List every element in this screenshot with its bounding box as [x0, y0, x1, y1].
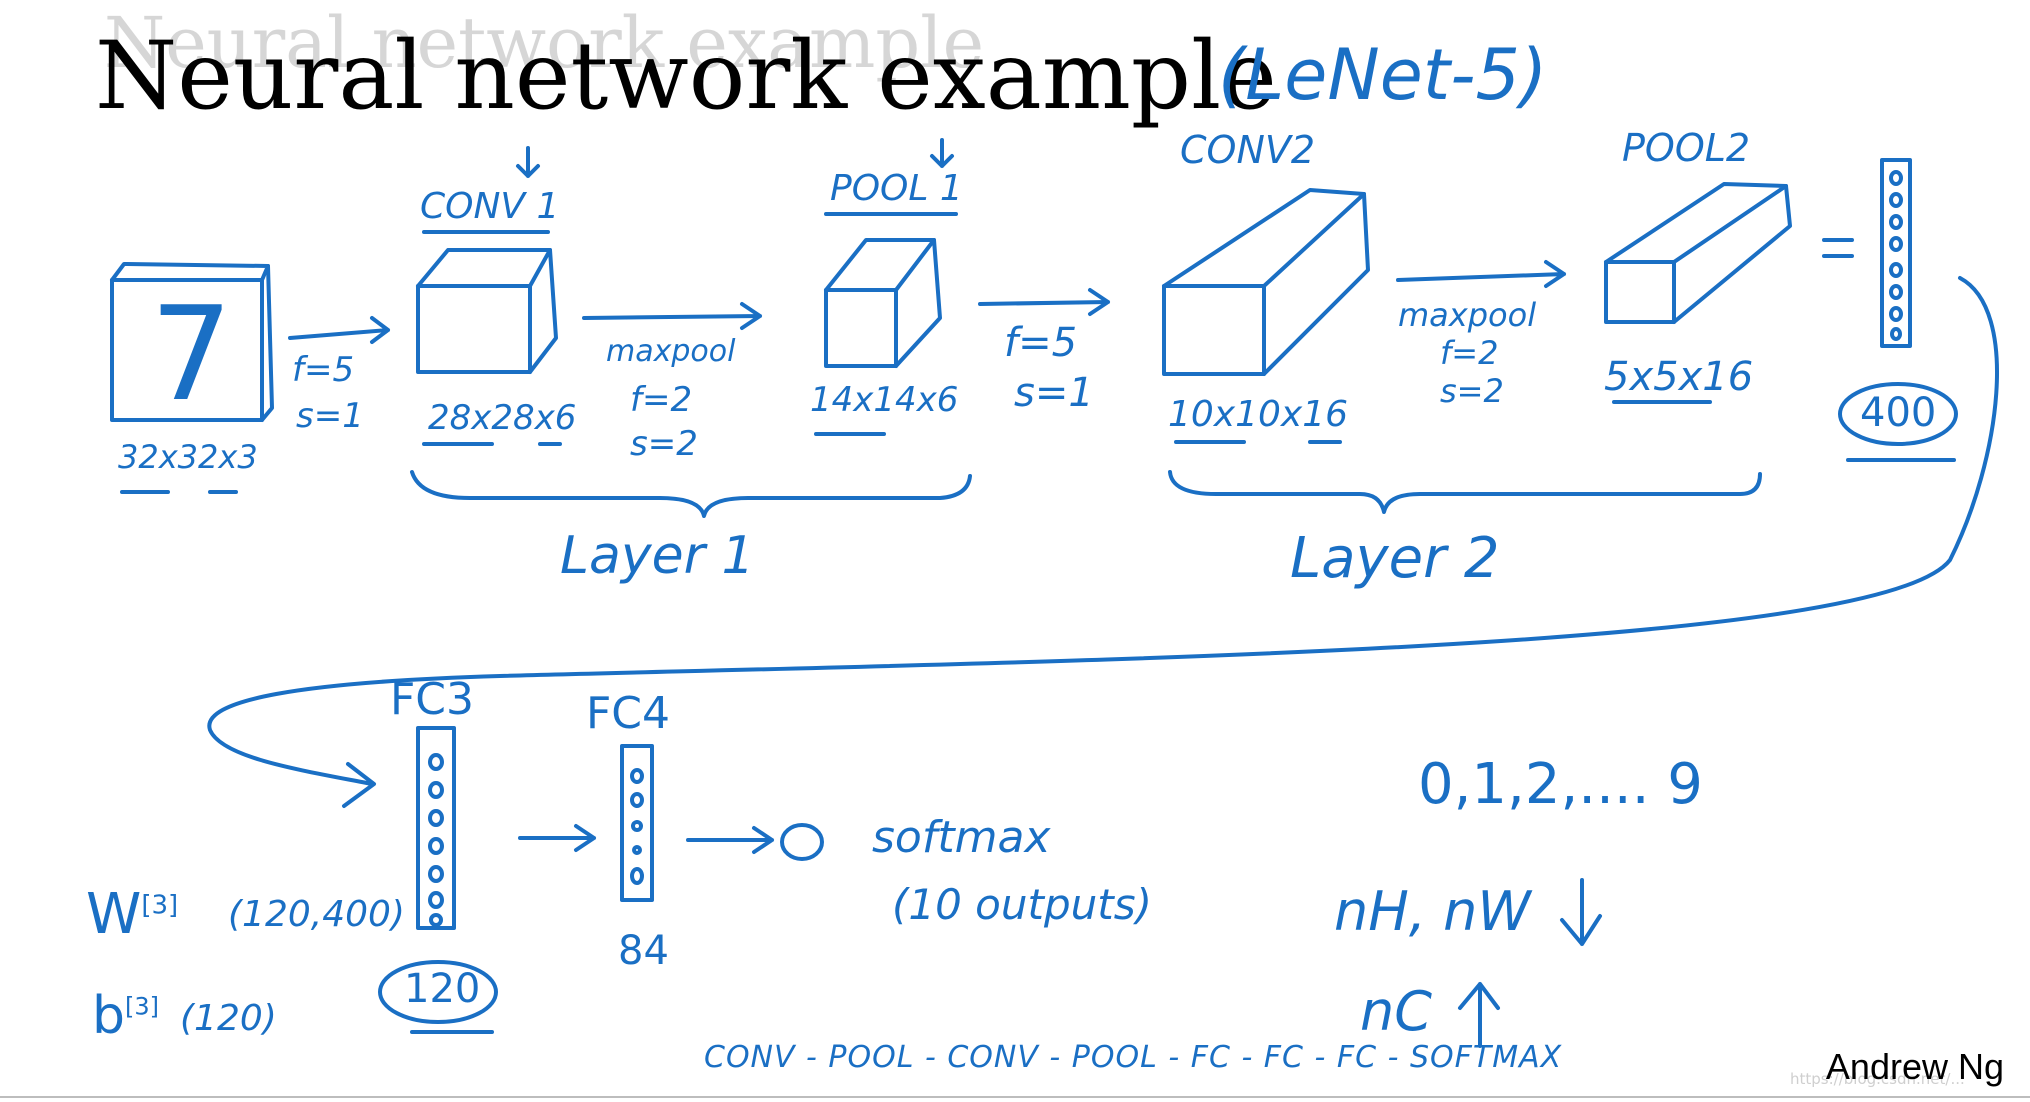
units-120-circle — [378, 960, 498, 1024]
pool1-down-arrow — [930, 138, 954, 168]
nh-nw-label: nH, nW — [1334, 880, 1531, 943]
arrow-conv1-pool1 — [582, 302, 762, 330]
pool2-param-s: s=2 — [1440, 372, 1504, 410]
class-labels: 0,1,2,.... 9 — [1418, 752, 1703, 817]
conv2-param-f: f=5 — [1004, 320, 1078, 366]
units-400-circle — [1838, 382, 1958, 446]
pool2-box — [1604, 182, 1792, 324]
pool2-param-f: f=2 — [1440, 334, 1499, 372]
pool1-op: maxpool — [606, 334, 736, 369]
softmax-label: softmax — [872, 812, 1051, 863]
up-arrow — [1458, 982, 1500, 1048]
arrow-fc4-output — [686, 826, 774, 854]
pool2-label: POOL2 — [1622, 126, 1751, 170]
fc3-units: 120 — [404, 966, 481, 1012]
weight-w3-shape: (120,400) — [228, 894, 405, 935]
arrow-fc3-fc4 — [518, 824, 596, 852]
subtitle-lenet5: (LeNet-5) — [1218, 34, 1548, 116]
arrow-pool1-conv2 — [978, 288, 1110, 316]
fc3-column — [416, 726, 456, 930]
conv1-param-f: f=5 — [292, 350, 355, 390]
architecture-summary: CONV - POOL - CONV - POOL - FC - FC - FC… — [704, 1040, 1563, 1075]
slide-title: Neural network example — [95, 22, 1277, 131]
conv1-cube — [416, 248, 558, 374]
fc4-units: 84 — [618, 928, 669, 974]
conv1-dims: 28x28x6 — [428, 398, 577, 438]
equals-sign — [1822, 238, 1854, 258]
conv2-label: CONV2 — [1180, 128, 1316, 172]
pool1-param-s: s=2 — [630, 424, 698, 464]
bias-b3-shape: (120) — [180, 998, 277, 1039]
pool1-param-f: f=2 — [630, 380, 693, 420]
conv2-box — [1162, 188, 1370, 376]
fc4-column — [620, 744, 654, 902]
input-dims: 32x32x3 — [118, 438, 258, 476]
layer1-label: Layer 1 — [560, 526, 755, 586]
layer2-brace — [1168, 470, 1762, 514]
bias-b3-symbol: b — [92, 986, 126, 1046]
input-digit: 7 — [150, 278, 233, 430]
fc3-label: FC3 — [390, 674, 475, 725]
arrow-conv2-pool2 — [1396, 260, 1566, 288]
fc4-label: FC4 — [586, 688, 671, 739]
flatten-units: 400 — [1860, 390, 1937, 436]
author-name: Andrew Ng — [1825, 1046, 2004, 1087]
watermark: https://blog.csdn.net/... — [1790, 1070, 1965, 1088]
nc-label: nC — [1360, 980, 1432, 1043]
weight-w3: W[3] — [86, 882, 178, 947]
pool2-op: maxpool — [1398, 296, 1537, 334]
down-arrow — [1560, 878, 1602, 946]
connector-curve — [207, 276, 1999, 808]
softmax-note: (10 outputs) — [892, 880, 1152, 929]
weight-w3-sup: [3] — [141, 890, 179, 921]
input-image-cube — [110, 262, 274, 422]
bias-b3: b[3] — [92, 986, 159, 1046]
ghost-title: Neural network example — [104, 2, 985, 84]
conv2-dims: 10x10x16 — [1168, 394, 1349, 435]
conv1-down-arrow — [516, 146, 540, 178]
layer2-label: Layer 2 — [1290, 526, 1500, 591]
pool2-dims: 5x5x16 — [1604, 354, 1754, 400]
conv2-param-s: s=1 — [1014, 370, 1094, 416]
slide-bottom-border — [0, 1096, 2030, 1098]
pool1-dims: 14x14x6 — [810, 380, 959, 420]
bias-b3-sup: [3] — [125, 992, 160, 1021]
layer1-brace — [410, 470, 972, 518]
pool1-label: POOL 1 — [830, 168, 963, 209]
conv1-label: CONV 1 — [420, 186, 560, 227]
pool1-cube — [824, 238, 942, 368]
conv1-param-s: s=1 — [296, 396, 364, 436]
flatten-column — [1880, 158, 1912, 348]
weight-w3-symbol: W — [86, 882, 142, 947]
output-node — [780, 823, 824, 861]
arrow-input-conv1 — [288, 316, 390, 344]
